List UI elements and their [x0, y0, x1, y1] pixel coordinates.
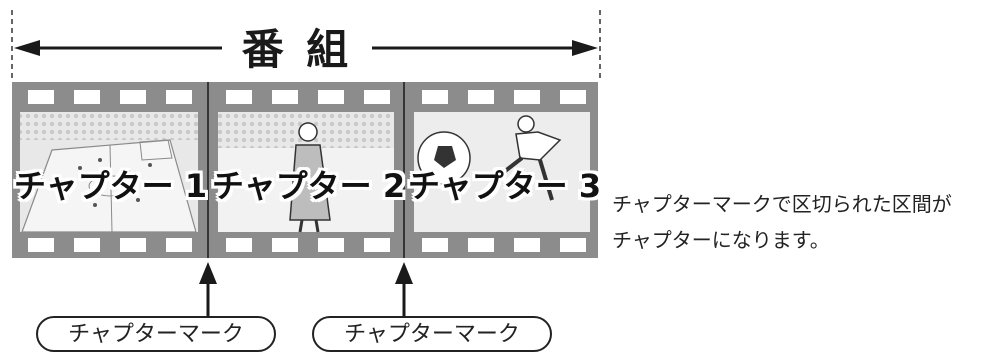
film-perforation	[422, 238, 448, 252]
film-perforation	[560, 90, 586, 104]
chapter-mark-label-2: チャプターマーク	[312, 316, 552, 352]
film-perforation	[226, 238, 252, 252]
chapter-label-2: チャプター 2	[212, 167, 406, 205]
film-perforation	[272, 90, 298, 104]
chapter-mark-pointer-2	[395, 262, 413, 316]
film-perforation	[560, 238, 586, 252]
film-perforation	[166, 90, 192, 104]
arrow-up-icon	[395, 262, 413, 284]
film-perforation	[514, 90, 540, 104]
chapter-label-3: チャプター 3	[408, 167, 602, 205]
film-perforation	[28, 90, 54, 104]
arrow-up-icon	[199, 262, 217, 284]
film-perforation	[422, 90, 448, 104]
program-title: 番 組	[222, 22, 372, 78]
chapter-mark-label-1: チャプターマーク	[36, 316, 276, 352]
film-perforation	[226, 90, 252, 104]
film-perforation	[74, 90, 100, 104]
film-perforation	[74, 238, 100, 252]
arrowhead-left-icon	[14, 40, 40, 56]
chapter-frame-2	[218, 112, 394, 233]
film-perforations	[28, 90, 586, 252]
film-perforation	[468, 238, 494, 252]
film-perforation	[468, 90, 494, 104]
film-strip	[12, 82, 598, 258]
chapter-label-1: チャプター 1	[14, 167, 208, 205]
chapter-frame-3	[414, 112, 590, 232]
film-perforation	[28, 238, 54, 252]
film-perforation	[272, 238, 298, 252]
chapter-mark-pointer-1	[199, 262, 217, 316]
film-perforation	[318, 238, 344, 252]
film-perforation	[364, 90, 390, 104]
film-perforation	[120, 90, 146, 104]
chapter-frame-1	[20, 112, 198, 233]
film-perforation	[514, 238, 540, 252]
film-perforation	[364, 238, 390, 252]
program-span-arrow	[14, 40, 598, 56]
film-perforation	[318, 90, 344, 104]
film-perforation	[166, 238, 192, 252]
film-perforation	[120, 238, 146, 252]
explanation-caption: チャプターマークで区切られた区間が チャプターになります。	[612, 192, 952, 252]
arrowhead-right-icon	[572, 40, 598, 56]
